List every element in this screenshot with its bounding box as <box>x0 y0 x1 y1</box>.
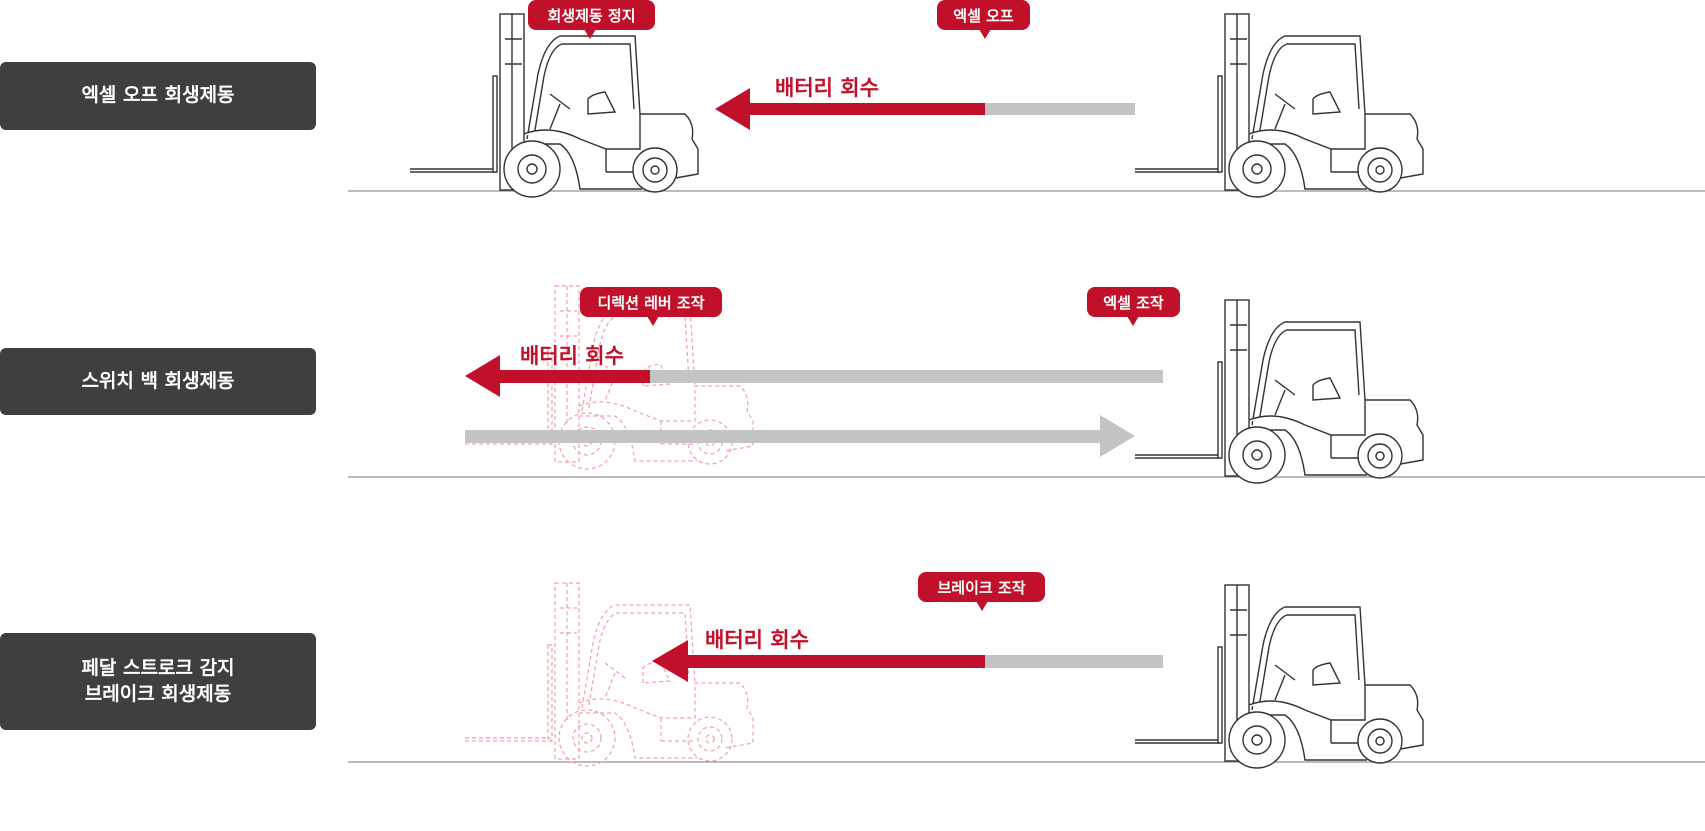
forklift-icon <box>1134 13 1424 198</box>
forklift-ghost-icon <box>464 582 754 767</box>
arrow-left-icon <box>652 640 688 682</box>
row-label-accel-off: 엑셀 오프 회생제동 <box>0 62 316 130</box>
arrow-right-icon <box>1100 415 1135 457</box>
forklift-icon <box>409 13 699 198</box>
arrow-gray-segment <box>650 370 1163 383</box>
bubble-regen-stop: 회생제동 정지 <box>528 0 655 30</box>
battery-recovery-label: 배터리 회수 <box>705 628 809 652</box>
battery-recovery-label: 배터리 회수 <box>520 344 624 368</box>
arrow-gray-segment <box>985 103 1135 115</box>
arrow-left-icon <box>715 88 750 130</box>
arrow-gray-segment <box>985 655 1163 668</box>
battery-recovery-label: 배터리 회수 <box>775 76 879 100</box>
bubble-brake-operate: 브레이크 조작 <box>918 572 1045 602</box>
arrow-red-segment <box>498 370 650 383</box>
forklift-icon <box>1134 299 1424 484</box>
row-label-line: 페달 스트로크 감지 <box>81 656 235 679</box>
bubble-direction-lever: 디렉션 레버 조작 <box>580 287 722 317</box>
bubble-accel-operate: 엑셀 조작 <box>1087 287 1180 317</box>
arrow-red-segment <box>686 655 985 668</box>
row-label-line: 브레이크 회생제동 <box>84 682 232 705</box>
arrow-red-segment <box>748 103 985 115</box>
row-label-pedal-stroke: 페달 스트로크 감지 브레이크 회생제동 <box>0 633 316 730</box>
bubble-accel-off: 엑셀 오프 <box>937 0 1030 30</box>
arrow-left-icon <box>465 355 500 397</box>
forklift-icon <box>1134 584 1424 769</box>
row-label-switch-back: 스위치 백 회생제동 <box>0 348 316 415</box>
arrow-gray-forward <box>465 430 1102 443</box>
